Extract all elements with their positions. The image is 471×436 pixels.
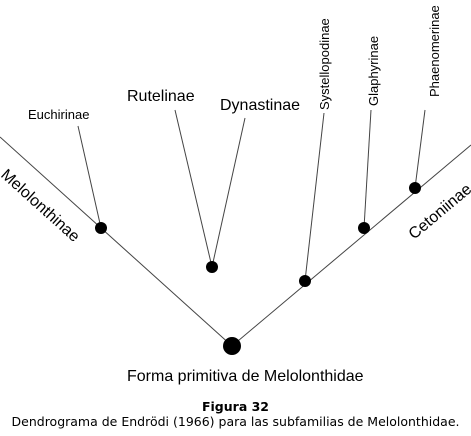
figure-description: Dendrograma de Endrödi (1966) para las s…	[11, 414, 460, 429]
leaf-label-systellopodinae: Systellopodinae	[317, 18, 332, 110]
left-main-branch	[0, 136, 233, 347]
leaf-label-glaphyrinae: Glaphyrinae	[366, 36, 381, 106]
leaf-label-dynastinae: Dynastinae	[220, 97, 300, 114]
leaf-label-rutelinae: Rutelinae	[127, 88, 195, 105]
leaf-label-euchirinae: Euchirinae	[28, 107, 89, 122]
leaf-label-phaenomerinae: Phaenomerinae	[427, 5, 442, 97]
systellopodinae-node	[299, 275, 311, 287]
euchirinae-branch	[77, 125, 102, 229]
rutelinae-dynastinae-node	[206, 261, 218, 273]
phaenomerinae-branch	[414, 109, 426, 189]
left-branch-label: Melolonthinae	[0, 166, 83, 245]
figure-title: Figura 32	[201, 399, 270, 414]
glaphyrinae-node	[358, 222, 370, 234]
root-label: Forma primitiva de Melolonthidae	[127, 368, 364, 385]
dynastinae-branch	[211, 117, 246, 268]
rutelinae-branch	[174, 109, 213, 268]
root-node	[223, 337, 241, 355]
right-main-branch	[231, 144, 471, 347]
euchirinae-node	[95, 222, 107, 234]
phaenomerinae-node	[409, 182, 421, 194]
glaphyrinae-branch	[363, 109, 372, 229]
systellopodinae-branch	[304, 112, 325, 282]
